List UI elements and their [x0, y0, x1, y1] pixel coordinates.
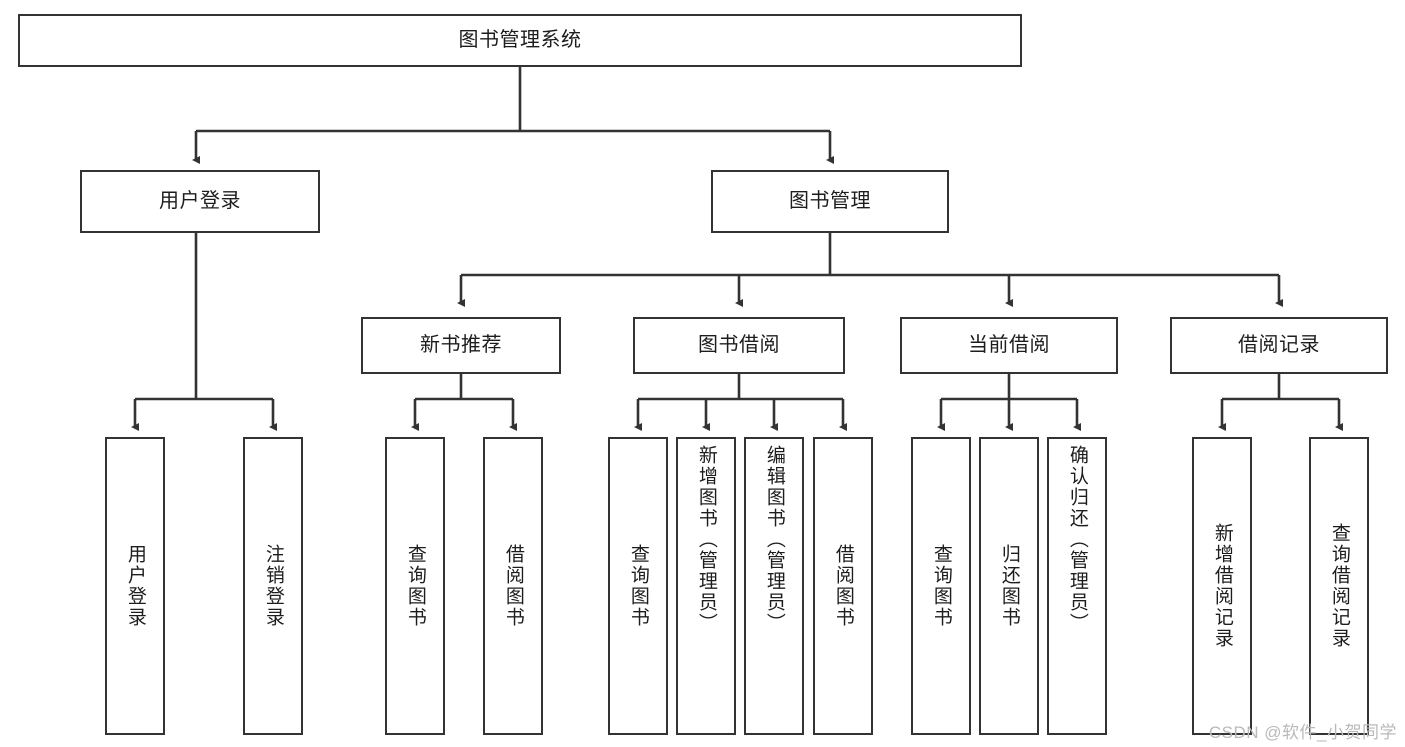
leaf-new-book-borrow[interactable]: 借阅图书 [483, 437, 543, 735]
leaf-borrow-record-add[interactable]: 新增借阅记录 [1192, 437, 1252, 735]
node-label: 图书管理 [789, 190, 871, 212]
leaf-book-borrow-borrow[interactable]: 借阅图书 [813, 437, 873, 735]
leaf-user-login-login[interactable]: 用户登录 [105, 437, 165, 735]
node-label: 查询借阅记录 [1328, 523, 1350, 649]
node-label: 当前借阅 [968, 334, 1050, 356]
leaf-book-borrow-edit-admin[interactable]: 编辑图书（管理员） [744, 437, 804, 735]
node-root-book-management-system[interactable]: 图书管理系统 [18, 14, 1022, 67]
leaf-book-borrow-add-admin[interactable]: 新增图书（管理员） [676, 437, 736, 735]
node-new-book-recommend[interactable]: 新书推荐 [361, 317, 561, 374]
leaf-new-book-query[interactable]: 查询图书 [385, 437, 445, 735]
node-label: 编辑图书（管理员） [763, 445, 785, 634]
node-current-borrow[interactable]: 当前借阅 [900, 317, 1118, 374]
leaf-borrow-record-query[interactable]: 查询借阅记录 [1309, 437, 1369, 735]
node-label: 确认归还（管理员） [1066, 445, 1088, 634]
node-label: 用户登录 [124, 544, 146, 628]
node-book-borrow[interactable]: 图书借阅 [633, 317, 845, 374]
node-book-management[interactable]: 图书管理 [711, 170, 949, 233]
node-label: 借阅记录 [1238, 334, 1320, 356]
node-borrow-record[interactable]: 借阅记录 [1170, 317, 1388, 374]
node-label: 归还图书 [998, 544, 1020, 628]
node-label: 新增借阅记录 [1211, 523, 1233, 649]
node-label: 新增图书（管理员） [695, 445, 717, 634]
node-user-login[interactable]: 用户登录 [80, 170, 320, 233]
leaf-current-borrow-return[interactable]: 归还图书 [979, 437, 1039, 735]
node-label: 图书管理系统 [458, 29, 582, 51]
csdn-watermark: CSDN @软件_小贺同学 [1208, 723, 1397, 742]
node-label: 新书推荐 [420, 334, 502, 356]
leaf-book-borrow-query[interactable]: 查询图书 [608, 437, 668, 735]
node-label: 借阅图书 [832, 544, 854, 628]
node-label: 借阅图书 [502, 544, 524, 628]
leaf-current-borrow-query[interactable]: 查询图书 [911, 437, 971, 735]
node-label: 注销登录 [262, 544, 284, 628]
leaf-current-borrow-confirm-return-admin[interactable]: 确认归还（管理员） [1047, 437, 1107, 735]
leaf-user-login-logout[interactable]: 注销登录 [243, 437, 303, 735]
node-label: 用户登录 [159, 190, 241, 212]
node-label: 查询图书 [404, 544, 426, 628]
node-label: 查询图书 [930, 544, 952, 628]
node-label: 图书借阅 [698, 334, 780, 356]
node-label: 查询图书 [627, 544, 649, 628]
